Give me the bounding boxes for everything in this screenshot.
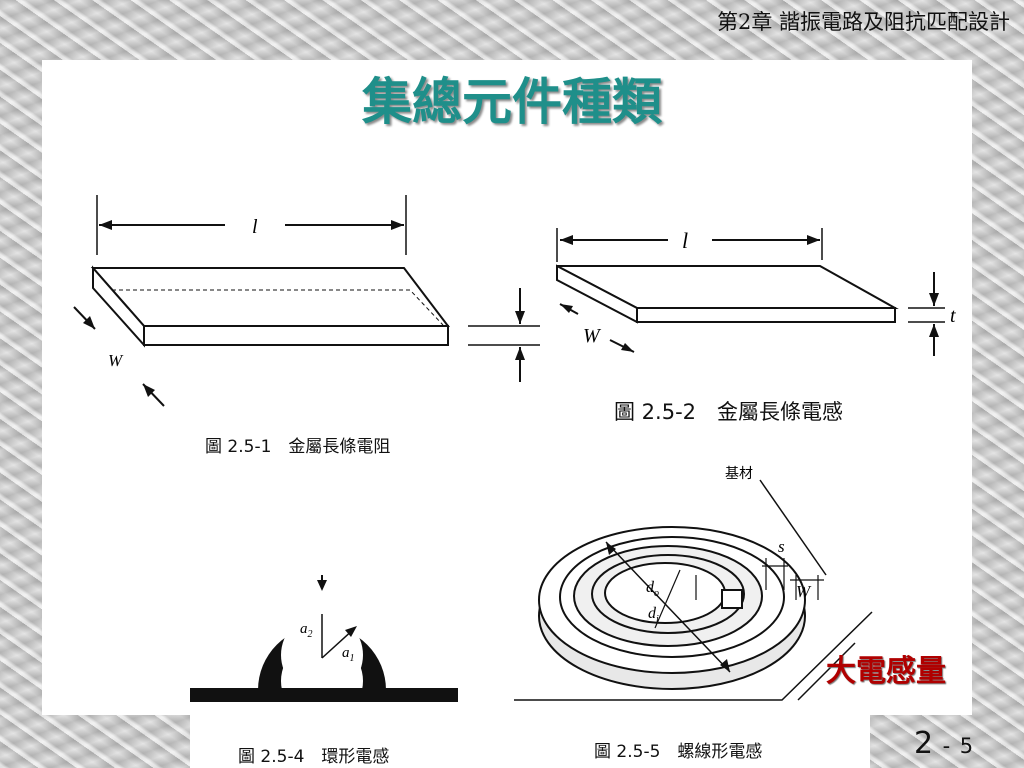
chapter-header: 第2章 諧振電路及阻抗匹配設計 [716, 10, 1010, 34]
content-panel-bottom [190, 715, 870, 768]
large-inductance-label: 大電感量 [826, 654, 946, 689]
page-major: 2 [914, 726, 934, 761]
fig4-substrate-label: 基材 [725, 465, 753, 482]
page-number: 2 - 5 [914, 726, 973, 761]
fig4-spacing-label: s [778, 537, 785, 556]
fig4-caption: 圖 2.5-5 螺線形電感 [594, 742, 763, 762]
fig2-caption: 圖 2.5-2 金屬長條電感 [614, 400, 844, 424]
fig4-width-label: W [796, 582, 812, 601]
fig2-thickness-label: t [950, 305, 956, 327]
figure-spiral-inductor [514, 479, 873, 701]
fig1-width-label: W [108, 351, 124, 370]
fig1-length-label: l [252, 216, 258, 238]
fig2-length-label: l [682, 228, 688, 253]
fig1-caption: 圖 2.5-1 金屬長條電阻 [205, 437, 391, 457]
fig2-width-label: W [583, 325, 602, 347]
fig4-outer-diam-label: do [646, 579, 659, 599]
page-minor: 5 [959, 734, 974, 758]
fig3-caption: 圖 2.5-4 環形電感 [238, 747, 390, 767]
figure-ring-inductor [190, 575, 458, 702]
fig3-radius-outer-label: a2 [300, 621, 313, 640]
figure-strip-inductor [556, 228, 945, 356]
fig4-inner-diam-label: di [648, 605, 659, 625]
fig3-radius-inner-label: a1 [342, 645, 355, 664]
content-panel [42, 60, 972, 715]
slide-title: 集總元件種類 [362, 72, 662, 131]
figure-strip-resistor [73, 195, 540, 407]
page-separator: - [942, 734, 951, 758]
